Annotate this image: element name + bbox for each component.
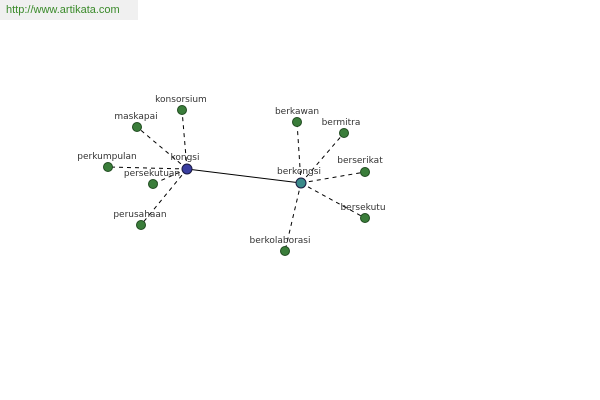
label-maskapai[interactable]: maskapai: [114, 112, 157, 122]
edge-berkongsi-berkawan: [296, 121, 302, 184]
labels-layer: konsorsium maskapai perkumpulan persekutuan…: [77, 95, 385, 246]
node-bermitra[interactable]: [339, 128, 349, 138]
nodes-layer: [103, 105, 370, 256]
node-bersekutu[interactable]: [360, 213, 370, 223]
node-perkumpulan[interactable]: [103, 162, 113, 172]
node-persekutuan[interactable]: [148, 179, 158, 189]
label-bersekutu[interactable]: bersekutu: [340, 203, 385, 213]
edge-berkongsi-bermitra: [300, 132, 345, 184]
url-banner: http://www.artikata.com: [0, 0, 138, 20]
label-konsorsium[interactable]: konsorsium: [155, 95, 207, 105]
label-perusahaan[interactable]: perusahaan: [113, 210, 166, 220]
node-maskapai[interactable]: [132, 122, 142, 132]
label-berkawan[interactable]: berkawan: [275, 107, 319, 117]
node-berkongsi[interactable]: [295, 177, 307, 189]
edge-kongsi-perkumpulan: [107, 166, 188, 170]
edge-berkongsi-berserikat: [300, 171, 366, 184]
edges-layer: [107, 109, 366, 252]
url-link[interactable]: http://www.artikata.com: [6, 4, 120, 16]
node-berkawan[interactable]: [292, 117, 302, 127]
label-berserikat[interactable]: berserikat: [337, 156, 383, 166]
label-berkongsi[interactable]: berkongsi: [277, 167, 321, 177]
edge-kongsi-persekutuan: [152, 168, 188, 185]
node-berkolaborasi[interactable]: [280, 246, 290, 256]
label-berkolaborasi[interactable]: berkolaborasi: [250, 236, 311, 246]
label-perkumpulan[interactable]: perkumpulan: [77, 152, 137, 162]
label-kongsi[interactable]: kongsi: [170, 153, 199, 163]
node-konsorsium[interactable]: [177, 105, 187, 115]
label-bermitra[interactable]: bermitra: [322, 118, 361, 128]
edge-kongsi-maskapai: [136, 126, 188, 170]
label-persekutuan[interactable]: persekutuan: [124, 169, 180, 179]
node-perusahaan[interactable]: [136, 220, 146, 230]
node-berserikat[interactable]: [360, 167, 370, 177]
edge-kongsi-konsorsium: [181, 109, 188, 170]
edge-kongsi-berkongsi: [186, 168, 302, 184]
node-kongsi[interactable]: [181, 163, 193, 175]
edge-berkongsi-berkolaborasi: [284, 182, 302, 252]
